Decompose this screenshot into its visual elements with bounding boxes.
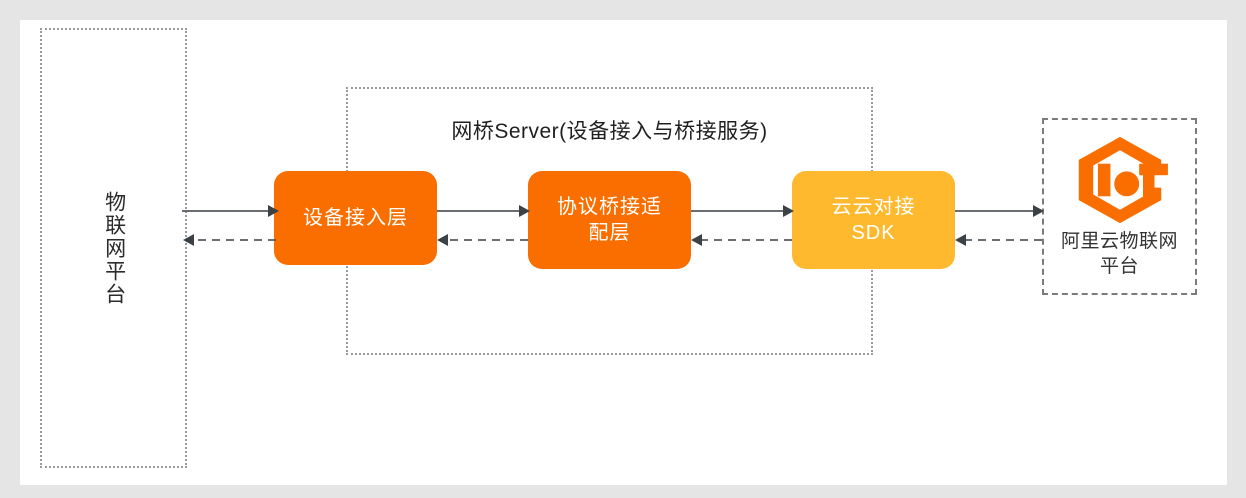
left-iot-platform-box: 物联网平台	[40, 28, 187, 468]
aliyun-iot-logo-icon	[1078, 136, 1168, 223]
diagram-canvas: 物联网平台 网桥Server(设备接入与桥接服务) 设备接入层 协议桥接适 配层…	[20, 20, 1227, 485]
connector-platform-to-access	[182, 205, 279, 246]
node-cloud-to-cloud-sdk[interactable]: 云云对接 SDK	[792, 171, 955, 269]
connector-access-to-adapter	[437, 205, 530, 246]
left-iot-platform-label: 物联网平台	[102, 190, 126, 306]
node-cloud-to-cloud-sdk-label: 云云对接 SDK	[831, 195, 916, 244]
connector-adapter-to-sdk	[691, 205, 794, 246]
aliyun-iot-platform-box: 阿里云物联网 平台	[1042, 118, 1197, 295]
node-protocol-bridge-adapter-layer[interactable]: 协议桥接适 配层	[528, 171, 691, 269]
aliyun-iot-platform-label: 阿里云物联网 平台	[1060, 230, 1178, 277]
node-device-access-layer-label: 设备接入层	[303, 206, 408, 229]
bridge-server-title: 网桥Server(设备接入与桥接服务)	[451, 120, 768, 143]
node-protocol-bridge-adapter-layer-label: 协议桥接适 配层	[557, 195, 662, 244]
node-device-access-layer[interactable]: 设备接入层	[274, 171, 437, 265]
connector-sdk-to-aliyun-platform	[955, 205, 1044, 246]
